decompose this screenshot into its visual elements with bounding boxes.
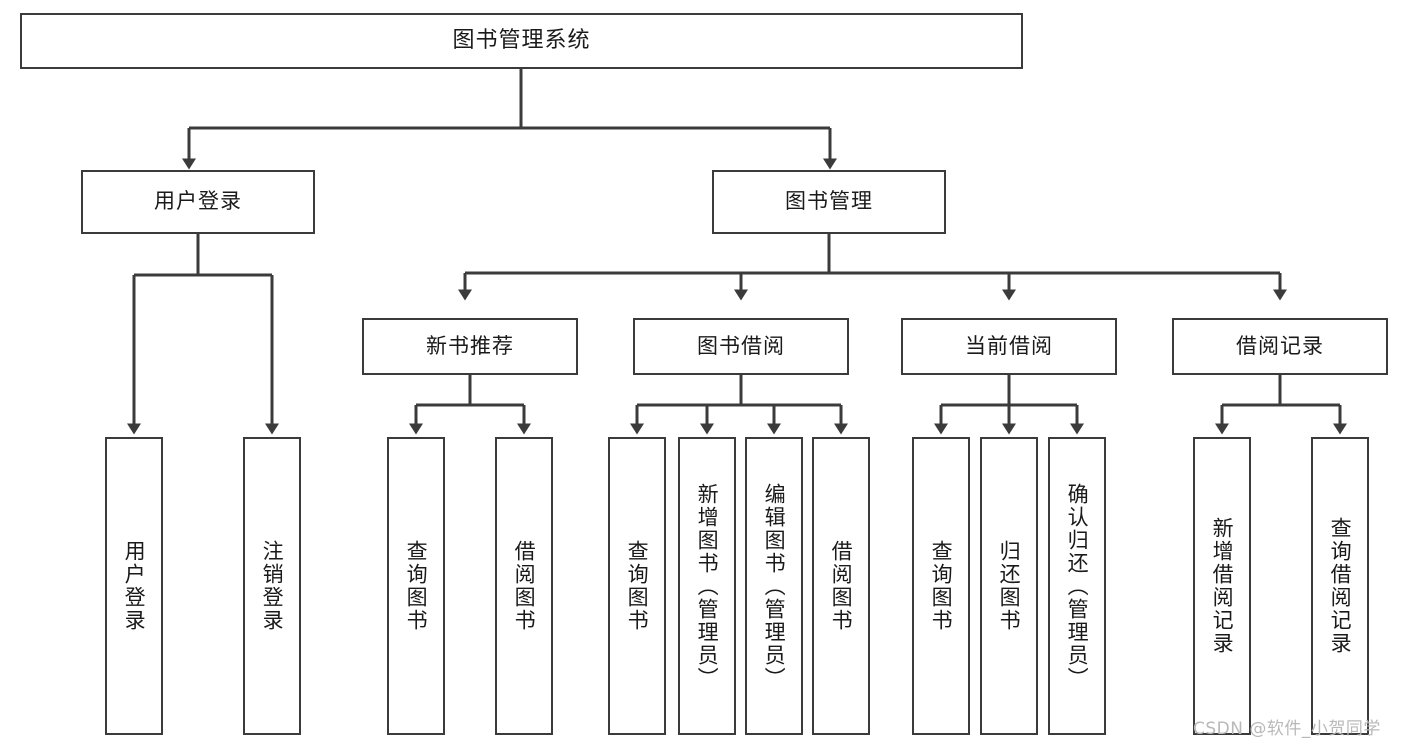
leaf-label: 注销登录 bbox=[260, 540, 285, 632]
node-new-book-recommend[interactable]: 新书推荐 bbox=[362, 318, 578, 375]
node-borrow-record[interactable]: 借阅记录 bbox=[1172, 318, 1388, 375]
leaf-add-book-admin[interactable]: 新增图书（管理员） bbox=[678, 437, 736, 735]
leaf-logout[interactable]: 注销登录 bbox=[243, 437, 301, 735]
leaf-label: 查询借阅记录 bbox=[1328, 517, 1353, 655]
leaf-label: 新增图书（管理员） bbox=[695, 482, 720, 690]
leaf-label: 确认归还（管理员） bbox=[1065, 482, 1090, 690]
leaf-edit-book-admin[interactable]: 编辑图书（管理员） bbox=[745, 437, 803, 735]
leaf-label: 新增借阅记录 bbox=[1210, 517, 1235, 655]
leaf-borrow-book[interactable]: 借阅图书 bbox=[812, 437, 870, 735]
leaf-label: 查询图书 bbox=[404, 540, 429, 632]
leaf-return-book[interactable]: 归还图书 bbox=[980, 437, 1038, 735]
node-book-management[interactable]: 图书管理 bbox=[712, 170, 946, 234]
leaf-label: 借阅图书 bbox=[512, 540, 537, 632]
leaf-label: 借阅图书 bbox=[829, 540, 854, 632]
leaf-label: 用户登录 bbox=[122, 540, 147, 632]
leaf-label: 查询图书 bbox=[625, 540, 650, 632]
leaf-confirm-return-admin[interactable]: 确认归还（管理员） bbox=[1048, 437, 1106, 735]
node-current-borrow[interactable]: 当前借阅 bbox=[901, 318, 1117, 375]
leaf-add-borrow-record[interactable]: 新增借阅记录 bbox=[1193, 437, 1251, 735]
leaf-label: 归还图书 bbox=[997, 540, 1022, 632]
leaf-query-book-new-recommend[interactable]: 查询图书 bbox=[387, 437, 445, 735]
leaf-user-login[interactable]: 用户登录 bbox=[105, 437, 163, 735]
leaf-query-book-current[interactable]: 查询图书 bbox=[912, 437, 970, 735]
leaf-query-borrow-record[interactable]: 查询借阅记录 bbox=[1311, 437, 1369, 735]
leaf-label: 查询图书 bbox=[929, 540, 954, 632]
leaf-label: 编辑图书（管理员） bbox=[762, 482, 787, 690]
node-root-book-management-system[interactable]: 图书管理系统 bbox=[20, 13, 1023, 69]
node-book-borrow[interactable]: 图书借阅 bbox=[633, 318, 849, 375]
csdn-watermark: CSDN @软件_小贺同学 bbox=[1193, 719, 1381, 739]
leaf-query-book-borrow[interactable]: 查询图书 bbox=[608, 437, 666, 735]
node-user-login[interactable]: 用户登录 bbox=[81, 170, 315, 234]
leaf-borrow-book-new-recommend[interactable]: 借阅图书 bbox=[495, 437, 553, 735]
